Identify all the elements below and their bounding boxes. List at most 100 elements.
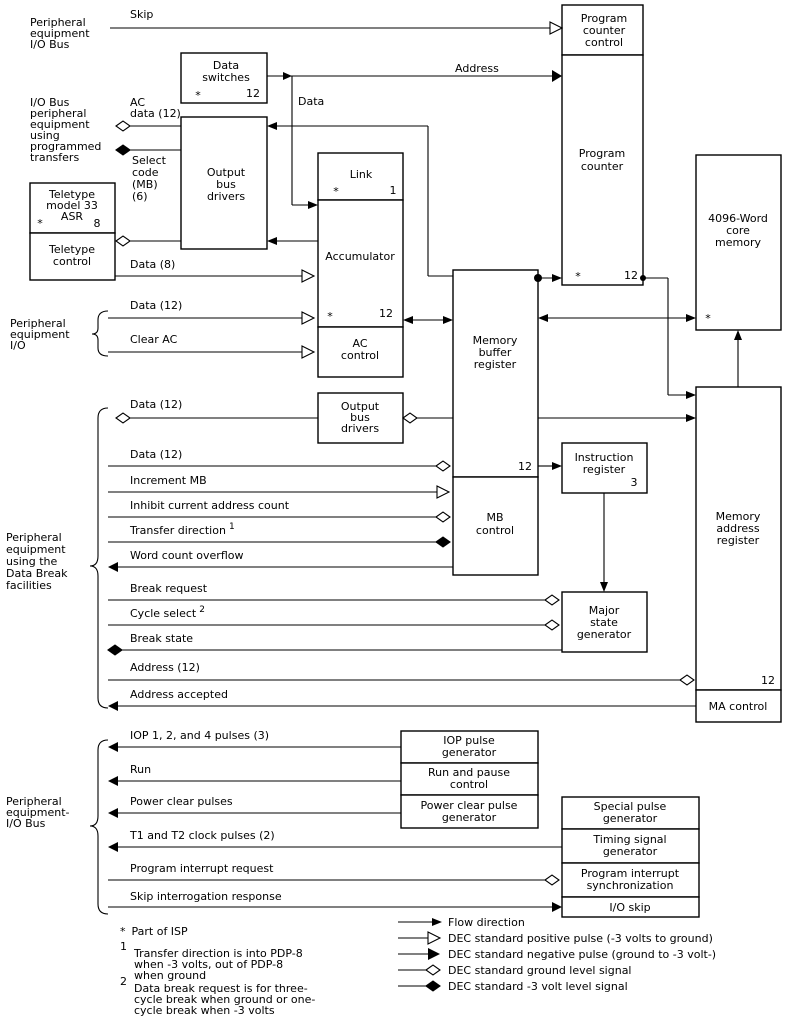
- arrow-head-icon: [686, 314, 696, 322]
- note-1-marker: 1: [120, 940, 127, 953]
- clear-ac-label: Clear AC: [130, 333, 178, 346]
- accumulator-label: Accumulator: [325, 250, 395, 263]
- arrow-head-icon: [267, 237, 277, 245]
- word-count-overflow-label: Word count overflow: [130, 549, 244, 562]
- teletype-box: [29, 182, 116, 234]
- filled-diamond-icon: [425, 980, 441, 992]
- filled-triangle-icon: [108, 842, 118, 852]
- note-2: Data break request is for three-cycle br…: [134, 982, 315, 1017]
- legend-item-ground-level: DEC standard ground level signal: [398, 964, 632, 977]
- open-diamond-icon: [435, 511, 451, 523]
- mb-control-box: [452, 476, 539, 576]
- junction-dot: [640, 275, 646, 281]
- link-num: 1: [390, 184, 397, 197]
- mar-num: 12: [761, 674, 775, 687]
- filled-diamond-icon: [107, 644, 123, 656]
- output-bus-drivers-box: [180, 116, 268, 250]
- open-diamond-icon: [115, 412, 131, 424]
- data-switches-num: 12: [246, 87, 260, 100]
- open-triangle-icon: [301, 269, 316, 283]
- core-memory-star: *: [705, 312, 711, 325]
- accumulator-box: [317, 199, 404, 328]
- arrow-head-icon: [686, 391, 696, 399]
- brace-periph-io: [91, 310, 109, 357]
- star-note: *Part of ISP: [120, 925, 188, 938]
- filled-triangle-icon: [108, 742, 118, 752]
- output-bus-drivers-2-box: [317, 392, 404, 444]
- break-state-label: Break state: [130, 632, 193, 645]
- open-diamond-icon: [402, 412, 418, 424]
- arrow-head-icon: [552, 274, 562, 282]
- arrow-head-icon: [686, 414, 696, 422]
- program-counter-box: [561, 54, 644, 286]
- ir-num: 3: [631, 476, 638, 489]
- braces: [89, 310, 109, 915]
- filled-triangle-icon: [428, 948, 440, 960]
- open-diamond-icon: [544, 619, 560, 631]
- filled-diamond-icon: [435, 536, 451, 548]
- arrow-head-icon: [432, 918, 442, 926]
- arrow-head-icon: [267, 122, 277, 130]
- open-triangle-icon: [436, 485, 451, 499]
- acc-num: 12: [379, 307, 393, 320]
- arrow-head-icon: [403, 316, 413, 324]
- svg-text:DEC standard -3 volt level sig: DEC standard -3 volt level signal: [448, 980, 628, 993]
- break-request-label: Break request: [130, 582, 208, 595]
- core-memory-box: [695, 154, 782, 331]
- arrow-head-icon: [552, 902, 562, 912]
- skip-label: Skip: [130, 8, 153, 21]
- increment-mb-label: Increment MB: [130, 474, 207, 487]
- terminators: [107, 21, 742, 912]
- power-clear-pulse-generator-box: [400, 794, 539, 829]
- svg-text:Flow direction: Flow direction: [448, 916, 525, 929]
- address-accepted-label: Address accepted: [130, 688, 228, 701]
- run-pause-control-box: [400, 762, 539, 796]
- data-label: Data: [298, 95, 324, 108]
- t1-t2-label: T1 and T2 clock pulses (2): [129, 829, 275, 842]
- address-label: Address: [455, 62, 499, 75]
- filled-triangle-icon: [108, 562, 118, 572]
- data-12-a-label: Data (12): [130, 299, 182, 312]
- ac-control-box: [317, 326, 404, 378]
- junction-dot: [534, 274, 542, 282]
- data-switches-star: *: [195, 89, 201, 102]
- arrow-head-icon: [443, 316, 453, 324]
- data-12-c-label: Data (12): [130, 448, 182, 461]
- brace-io-bus: [89, 739, 109, 915]
- timing-signal-generator-box: [561, 828, 700, 864]
- open-triangle-icon: [427, 931, 442, 945]
- teletype-num: 8: [94, 217, 101, 230]
- inhibit-label: Inhibit current address count: [130, 499, 290, 512]
- pc-num: 12: [624, 269, 638, 282]
- link-star: *: [333, 185, 339, 198]
- major-state-generator-box: [561, 591, 648, 653]
- svg-text:DEC standard negative pulse (g: DEC standard negative pulse (ground to -…: [448, 948, 716, 961]
- blocks: [29, 4, 782, 918]
- link-label: Link: [350, 168, 373, 181]
- filled-triangle-icon: [108, 808, 118, 818]
- io-skip-label: I/O skip: [609, 901, 650, 914]
- arrow-head-icon: [734, 330, 742, 340]
